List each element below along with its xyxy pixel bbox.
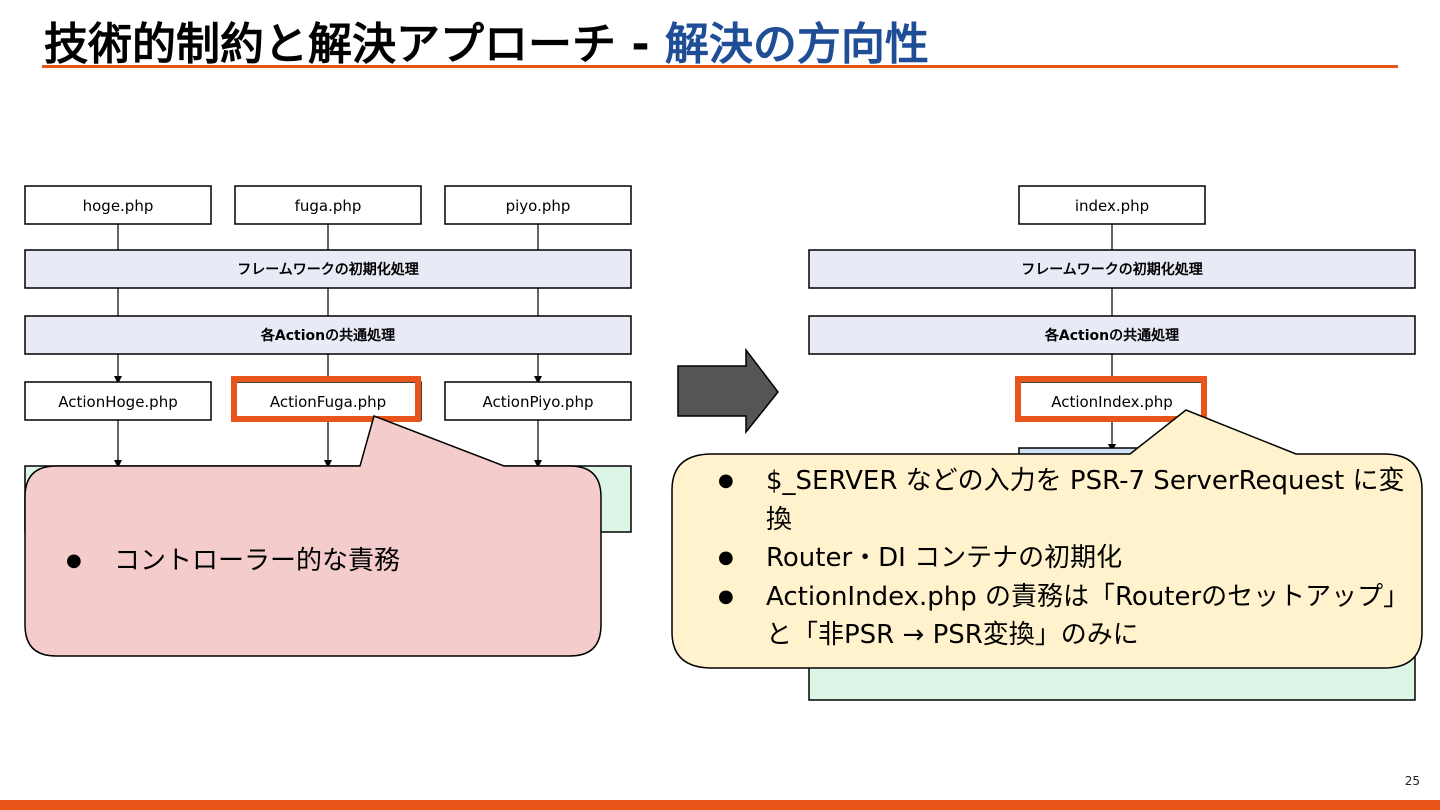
file-box-piyo [444, 185, 632, 225]
slide-title-main: 技術的制約と解決アプローチ - [44, 19, 665, 70]
callout-left-bullet: コントローラー的な責務 [64, 542, 584, 580]
title-underline [42, 65, 1398, 68]
callout-left-bullets: コントローラー的な責務 [64, 542, 584, 580]
right-arrow-icon [677, 347, 779, 435]
callout-right-bullet-responsibility: ActionIndex.php の責務は「Routerのセットアップ」と「非PS… [716, 578, 1406, 655]
action-label-index: ActionIndex.php [1051, 393, 1173, 411]
file-box-fuga [234, 185, 422, 225]
file-box-index [1018, 185, 1206, 225]
action-label-hoge: ActionHoge.php [58, 393, 178, 411]
action-label-piyo: ActionPiyo.php [483, 393, 594, 411]
callout-right-bullet-router-di: Router・DI コンテナの初期化 [716, 539, 1406, 578]
band-framework-init-left-label: フレームワークの初期化処理 [237, 261, 419, 278]
page-number: 25 [1404, 774, 1420, 788]
file-label-index: index.php [1075, 197, 1149, 215]
highlight-action-index [1015, 376, 1207, 422]
band-framework-init-left [24, 249, 632, 289]
footer-bar [0, 800, 1440, 810]
action-label-fuga: ActionFuga.php [270, 393, 386, 411]
band-common-right [808, 315, 1416, 355]
action-box-hoge [24, 381, 212, 421]
highlight-action-fuga [231, 376, 421, 422]
band-framework-init-right [808, 249, 1416, 289]
slide-title-accent: 解決の方向性 [664, 19, 929, 70]
file-box-hoge [24, 185, 212, 225]
band-framework-init-right-label: フレームワークの初期化処理 [1021, 261, 1203, 278]
band-common-left [24, 315, 632, 355]
file-label-hoge: hoge.php [83, 197, 154, 215]
callout-right-bullet-psr7: $_SERVER などの入力を PSR-7 ServerRequest に変換 [716, 462, 1406, 539]
slide-title: 技術的制約と解決アプローチ - 解決の方向性 [44, 8, 929, 72]
callout-left [24, 415, 602, 657]
action-box-piyo [444, 381, 632, 421]
action-box-index [1018, 381, 1206, 421]
file-label-piyo: piyo.php [506, 197, 571, 215]
file-label-fuga: fuga.php [295, 197, 362, 215]
band-common-left-label: 各Actionの共通処理 [260, 327, 395, 344]
band-common-right-label: 各Actionの共通処理 [1044, 327, 1179, 344]
callout-right-bullets: $_SERVER などの入力を PSR-7 ServerRequest に変換 … [716, 462, 1406, 655]
